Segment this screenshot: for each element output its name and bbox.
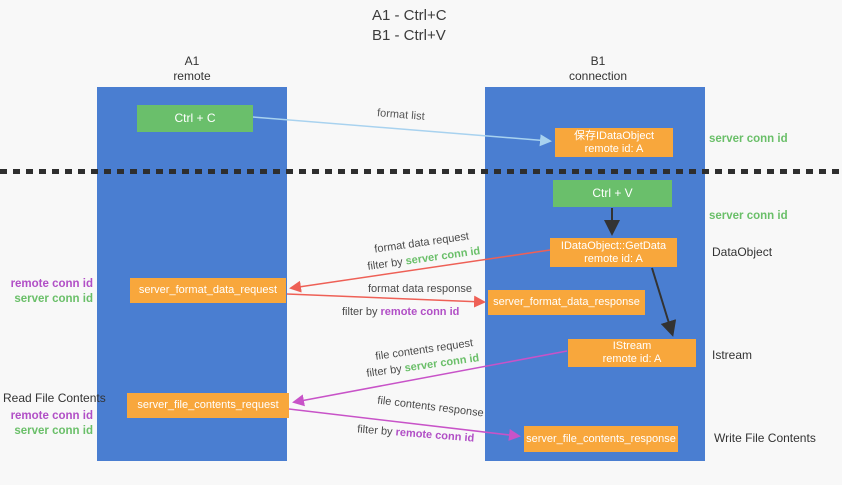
left-conn-id-group-1: remote conn id server conn id (3, 277, 93, 307)
server-file-contents-response-node: server_file_contents_response (524, 426, 678, 452)
istream-line1: IStream (612, 340, 652, 352)
left-conn-id-group-2: Read File Contents remote conn id server… (3, 391, 106, 439)
save-dataobject-line1: 保存IDataObject (573, 129, 655, 142)
ctrl-c-label: Ctrl + C (174, 111, 216, 125)
file-contents-response-arrow (288, 408, 521, 441)
server-format-data-request-node: server_format_data_request (130, 278, 286, 303)
format-list-arrow (252, 116, 552, 147)
getdata-line1: IDataObject::GetData (560, 239, 667, 252)
dashed-separator-line (0, 169, 842, 174)
server-file-contents-request-node: server_file_contents_request (127, 393, 289, 418)
save-dataobject-node: 保存IDataObject remote id: A (555, 128, 673, 157)
ctrl-v-node: Ctrl + V (553, 180, 672, 207)
remote-conn-id-left-1: remote conn id (10, 278, 93, 290)
column-b1-subtitle: connection (568, 69, 628, 83)
dataobject-side-label: DataObject (712, 245, 773, 259)
column-b1-id: B1 (590, 54, 606, 68)
remote-conn-id-inline: remote conn id (380, 306, 460, 318)
server-format-data-response-node: server_format_data_response (488, 290, 645, 315)
getdata-to-istream-arrow (651, 267, 677, 337)
title-line-1: A1 - Ctrl+C (372, 7, 447, 24)
filter-prefix: filter by (342, 306, 381, 318)
file-contents-request-arrow (292, 350, 568, 407)
server-format-data-response-label: server_format_data_response (493, 296, 640, 308)
server-conn-id-left-2: server conn id (14, 425, 93, 437)
server-conn-id-right-mid: server conn id (709, 210, 788, 222)
server-file-contents-request-label: server_file_contents_request (137, 399, 279, 411)
write-file-contents-label: Write File Contents (714, 431, 816, 445)
remote-conn-id-left-2: remote conn id (10, 410, 93, 422)
getdata-line2: remote id: A (584, 252, 643, 265)
istream-node: IStream remote id: A (568, 339, 696, 367)
format-data-response-arrow (286, 293, 486, 308)
format-data-request-arrow (289, 249, 551, 293)
istream-line2: remote id: A (602, 353, 662, 365)
column-header-a1: A1 remote (132, 54, 252, 84)
save-dataobject-line2: remote id: A (584, 142, 644, 155)
column-header-b1: B1 connection (538, 54, 658, 84)
istream-side-label: Istream (712, 348, 753, 362)
server-conn-id-left-1: server conn id (14, 293, 93, 305)
ctrl-c-node: Ctrl + C (137, 105, 253, 132)
getdata-node: IDataObject::GetData remote id: A (550, 238, 677, 267)
column-a1-subtitle: remote (173, 69, 211, 83)
diagram-title: A1 - Ctrl+C B1 - Ctrl+V (372, 6, 447, 46)
filter-by-remote-conn-id-label-1: filter by remote conn id (342, 306, 459, 318)
server-conn-id-right-top: server conn id (709, 133, 788, 145)
read-file-contents-label: Read File Contents (3, 391, 106, 405)
title-line-2: B1 - Ctrl+V (372, 27, 446, 44)
ctrl-v-label: Ctrl + V (592, 186, 633, 200)
format-data-response-label: format data response (368, 283, 472, 295)
server-file-contents-response-label: server_file_contents_response (526, 432, 676, 445)
server-format-data-request-label: server_format_data_request (138, 284, 278, 296)
column-a1-id: A1 (184, 54, 200, 68)
